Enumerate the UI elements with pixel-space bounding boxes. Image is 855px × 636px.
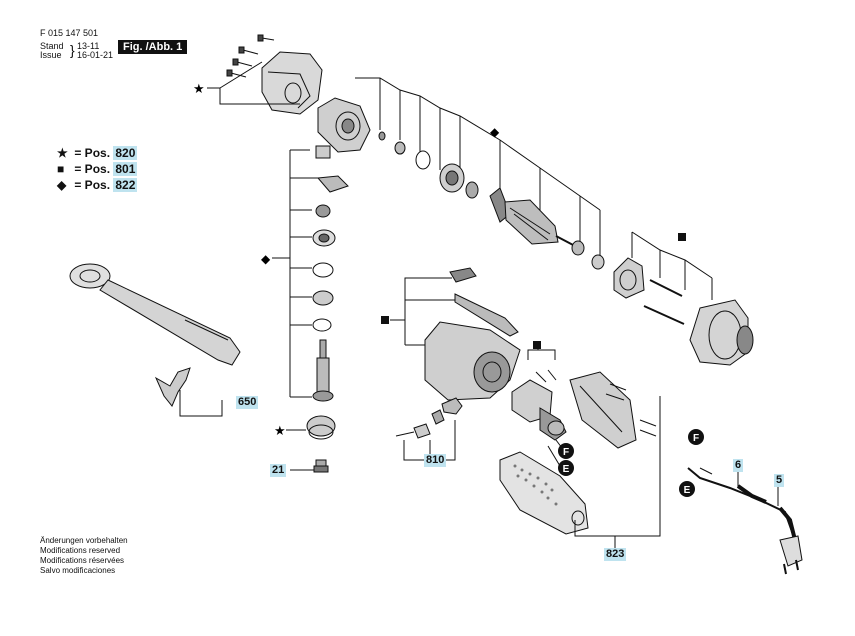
- end-cap: [569, 371, 637, 449]
- diamond-icon: ◆: [57, 178, 67, 192]
- square-icon: ■: [57, 162, 65, 176]
- switch-slider: [449, 267, 519, 337]
- diamond-icon: ◆: [490, 125, 500, 139]
- legend-item-820: ★ = Pos. 820: [57, 146, 138, 160]
- legend-text: = Pos.: [74, 178, 111, 192]
- callout-823: 823: [604, 548, 627, 561]
- star-icon: ★: [193, 82, 205, 97]
- stand-value: 13-11: [77, 41, 100, 51]
- legend-item-801: ■ = Pos. 801: [57, 162, 138, 176]
- marker-e-label: E: [684, 485, 691, 496]
- legend-text: = Pos.: [74, 162, 111, 176]
- gear-housing: [317, 97, 371, 153]
- fig-label: Fig. /Abb. 1: [118, 40, 188, 54]
- stand-label: Stand: [40, 41, 64, 51]
- doc-number: F 015 147 501: [40, 28, 99, 38]
- legend-pos: 801: [113, 162, 138, 176]
- star-icon: ★: [57, 146, 68, 160]
- footer-line: Änderungen vorbehalten: [40, 536, 128, 545]
- square-icon: [678, 233, 686, 241]
- legend-pos: 822: [113, 178, 138, 192]
- armature: [489, 187, 576, 247]
- marker-e-label: E: [563, 464, 570, 475]
- screw-icon: [226, 34, 275, 78]
- legend-text: = Pos.: [74, 146, 111, 160]
- legend-item-822: ◆ = Pos. 822: [57, 178, 138, 192]
- spindle: [312, 339, 334, 402]
- footer-line: Modifications reserved: [40, 546, 121, 555]
- legend-pos: 820: [113, 146, 138, 160]
- marker-e-icon: E: [558, 460, 574, 476]
- wrench: [69, 263, 241, 366]
- brush-holder: [613, 257, 645, 299]
- bearing-icon: [439, 163, 465, 193]
- flange: [306, 415, 336, 440]
- callout-810: 810: [424, 454, 447, 467]
- brace-icon: }: [70, 42, 75, 58]
- issue-value: 16-01-21: [77, 50, 114, 60]
- callout-5: 5: [774, 474, 785, 487]
- callout-6: 6: [733, 459, 744, 472]
- marker-f-label: F: [563, 447, 569, 458]
- marker-e-icon: E: [679, 481, 695, 497]
- gear-head-cover: [261, 51, 323, 115]
- footer-notes: Änderungen vorbehalten Modifications res…: [40, 536, 128, 576]
- marker-f-icon: F: [558, 443, 574, 459]
- plug-icon: [779, 535, 803, 575]
- issue-label: Issue: [40, 50, 62, 60]
- callout-21: 21: [270, 464, 287, 477]
- field-coil: [689, 299, 754, 366]
- diamond-icon: ◆: [261, 252, 271, 266]
- marker-f-icon: F: [688, 429, 704, 445]
- callout-650: 650: [236, 396, 259, 409]
- grip-cover: [499, 451, 589, 535]
- nut: [313, 459, 329, 473]
- marker-f-label: F: [693, 433, 699, 444]
- motor-housing: [424, 321, 521, 401]
- footer-line: Modifications réservées: [40, 556, 125, 565]
- footer-line: Salvo modificaciones: [40, 566, 116, 575]
- star-icon: ★: [274, 424, 286, 439]
- square-icon: [381, 316, 389, 324]
- square-icon: [533, 341, 541, 349]
